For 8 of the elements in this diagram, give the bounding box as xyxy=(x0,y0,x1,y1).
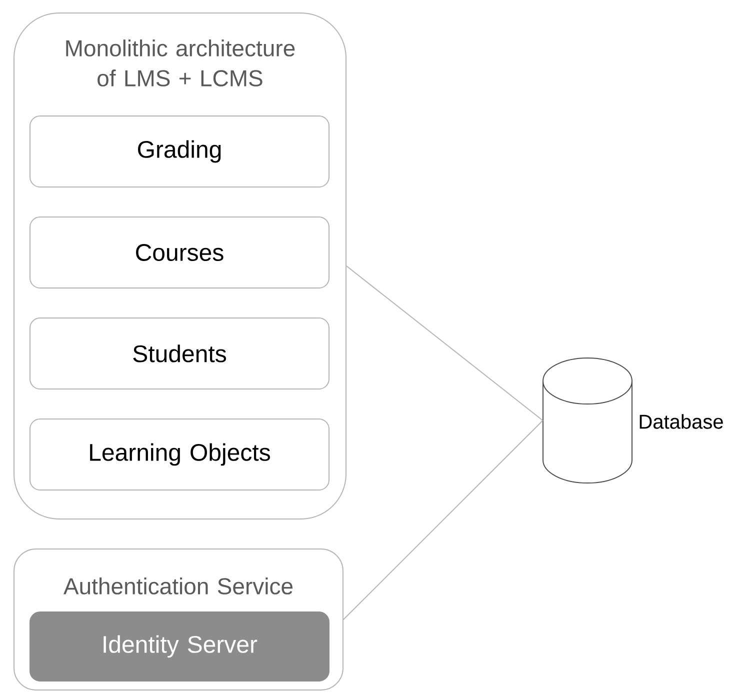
module-box: Courses xyxy=(30,216,330,288)
connector-line xyxy=(343,420,544,620)
module-box: Learning Objects xyxy=(30,418,330,490)
module-box: Students xyxy=(30,318,330,390)
node-label: Database xyxy=(640,414,723,429)
connector-line xyxy=(346,266,544,421)
module-box: Grading xyxy=(30,116,330,188)
server-box: Identity Server xyxy=(30,612,330,682)
